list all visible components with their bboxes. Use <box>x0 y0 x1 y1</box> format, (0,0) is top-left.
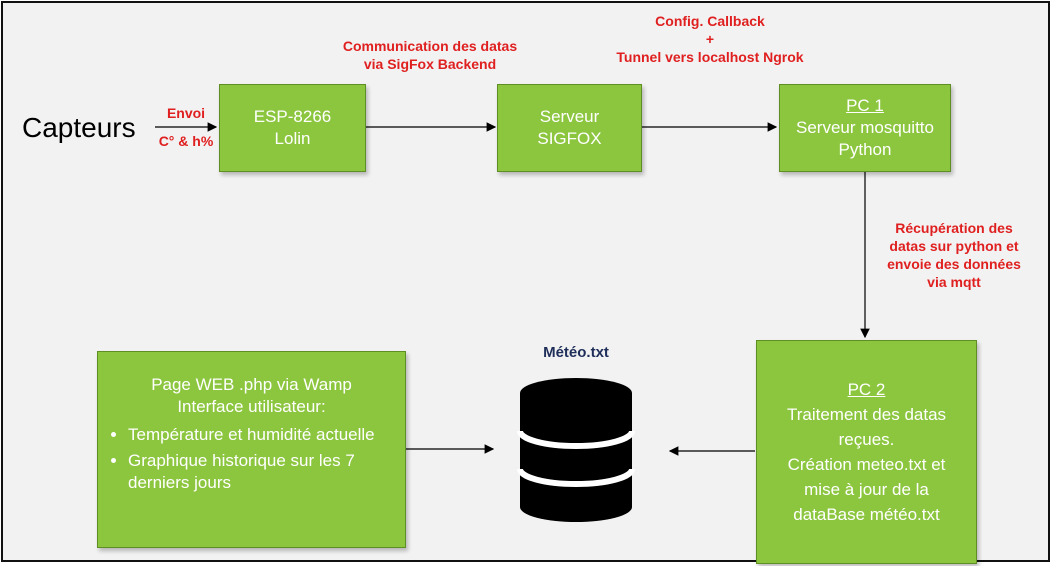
web-page-box: Page WEB .php via Wamp Interface utilisa… <box>97 351 406 548</box>
pc1-title: PC 1 <box>846 96 884 115</box>
database-icon <box>517 378 635 522</box>
feature-graph: Graphique historique sur les 7 derniers … <box>128 450 405 494</box>
feature-temperature: Température et humidité actuelle <box>128 424 405 446</box>
pc1-box: PC 1 Serveur mosquitto Python <box>779 84 951 172</box>
recuperation-label: Récupération des datas sur python et env… <box>887 220 1021 290</box>
config-callback-label: Config. Callback + Tunnel vers localhost… <box>616 13 804 65</box>
pc2-title: PC 2 <box>847 380 886 399</box>
pc2-box: PC 2 Traitement des datas reçues. Créati… <box>756 340 977 564</box>
database-label: Météo.txt <box>543 344 609 361</box>
capteurs-label: Capteurs <box>22 112 136 143</box>
web-feature-list: Température et humidité actuelle Graphiq… <box>98 424 405 498</box>
envoi-label: Envoi C° & h% <box>158 105 214 149</box>
sigfox-server-box: Serveur SIGFOX <box>497 84 642 172</box>
communication-label: Communication des datas via SigFox Backe… <box>342 38 518 72</box>
esp8266-box: ESP-8266 Lolin <box>219 84 366 172</box>
